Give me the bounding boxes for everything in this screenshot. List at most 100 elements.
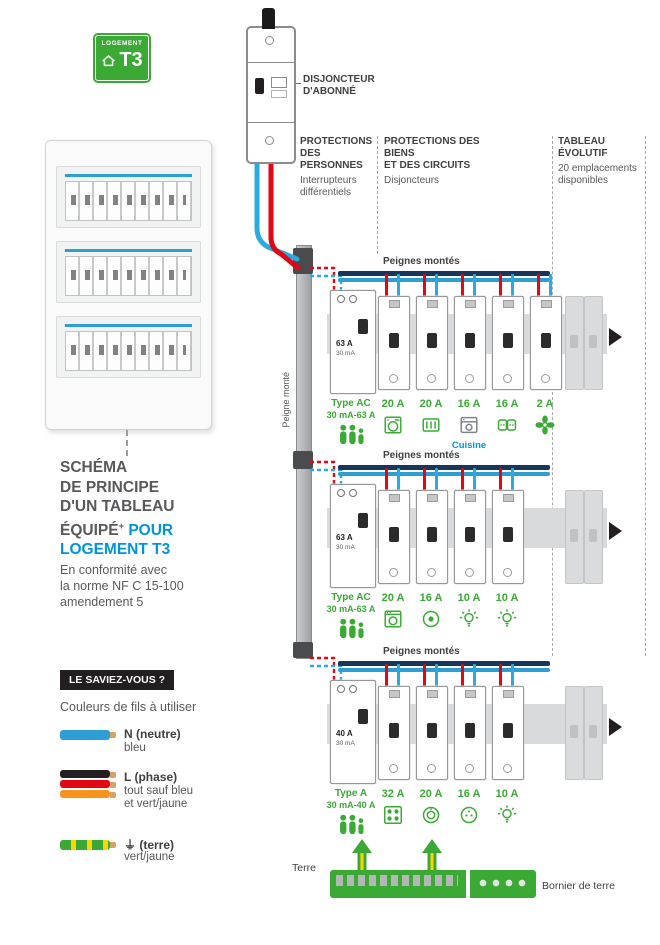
phase-stub [499, 468, 502, 492]
breaker-rating: 16 A [457, 398, 481, 410]
slot-detail [589, 725, 597, 738]
wire-desc: tout sauf bleu [124, 785, 194, 797]
terre-label: Terre [292, 862, 316, 874]
badge-frame: LOGEMENT T3 [95, 35, 149, 81]
diff-rating-label: 30 mA-63 A [326, 410, 376, 420]
phase-stub [461, 664, 464, 688]
header-sub: 20 emplacements [558, 163, 637, 174]
neutral-stub [473, 274, 476, 298]
phase-stub [461, 274, 464, 298]
phase-stub [499, 664, 502, 688]
terminal-teeth [336, 875, 458, 886]
header-sub: différentiels [300, 187, 351, 198]
col-header-personnes: PROTECTIONS DES PERSONNES Interrupteurs … [300, 136, 380, 199]
phase-stub [385, 468, 388, 492]
switch-lever [465, 527, 475, 542]
diff-type-label: Type AC [331, 592, 371, 603]
phase-stub [499, 274, 502, 298]
neutral-stub [435, 274, 438, 298]
breaker-rating: 20 A [381, 398, 405, 410]
wire-legend-earth: ⏚ (terre) vert/jaune [60, 836, 270, 882]
slot-detail [589, 335, 597, 348]
diff-type-label: Type A [334, 788, 368, 799]
diff-rating-label: 30 mA-63 A [326, 604, 376, 614]
hob-icon [384, 806, 402, 824]
burner-icon [422, 610, 440, 628]
neutral-stub [397, 664, 400, 688]
column-separator [645, 136, 646, 656]
phase-stub [423, 468, 426, 492]
breaker-rating: 10 A [495, 592, 519, 604]
neutral-stub [473, 664, 476, 688]
header-sub: Disjoncteurs [384, 175, 440, 186]
empty-module-slot [565, 686, 584, 780]
diff-rating-label: 30 mA-40 A [326, 800, 376, 810]
breaker-rating: 20 A [419, 788, 443, 800]
diff-ma-label: 30 mA [336, 544, 355, 551]
levers-strip [71, 270, 186, 280]
breaker-module [454, 490, 486, 584]
header-sub: disponibles [558, 175, 609, 186]
neutral-stub [397, 274, 400, 298]
expansion-arrow-icon [609, 718, 622, 736]
switch-lever [389, 527, 399, 542]
neutral-comb [338, 668, 550, 672]
neutral-stub [397, 468, 400, 492]
badge-code: T3 [119, 49, 143, 71]
breaker-rating: 16 A [457, 788, 481, 800]
title-equipe: ÉQUIPÉ [60, 521, 119, 539]
din-row-2: Peignes montés 63 A 30 mA Type AC 30 mA-… [325, 450, 625, 652]
breaker-rating: 10 A [457, 592, 481, 604]
label-line: DISJONCTEUR [303, 74, 375, 85]
breaker-module [378, 686, 410, 780]
norme-subtitle: En conformité avec la norme NF C 15-100 … [60, 562, 184, 610]
wire-desc: vert/jaune [124, 851, 175, 863]
header-line: ÉVOLUTIF [558, 148, 608, 159]
neutral-stub [511, 664, 514, 688]
breaker-module [454, 296, 486, 390]
label-leader-line [294, 83, 301, 84]
comb-strip [65, 249, 192, 252]
phase-wire-black-icon [60, 770, 116, 778]
phase-stub [385, 664, 388, 688]
test-window [271, 90, 287, 98]
levers-strip [71, 195, 186, 205]
empty-module-slot [565, 490, 584, 584]
phase-comb [338, 661, 550, 666]
col-header-evolutif: TABLEAU ÉVOLUTIF 20 emplacements disponi… [558, 136, 653, 187]
expansion-arrow-icon [609, 522, 622, 540]
wire-desc: bleu [124, 742, 146, 754]
switch-lever [541, 333, 551, 348]
header-sub: Interrupteurs [300, 175, 357, 186]
switch-lever [465, 723, 475, 738]
neutral-stub [511, 274, 514, 298]
slot-detail [570, 725, 578, 738]
busbar-connector [293, 451, 313, 469]
breaker-module [454, 686, 486, 780]
expansion-arrow-icon [609, 328, 622, 346]
neutral-wire [254, 155, 300, 262]
busbar-connector [293, 642, 313, 658]
neutral-stub [435, 664, 438, 688]
levers-strip [71, 345, 186, 355]
title-plus: + [118, 520, 125, 531]
title-line: ÉQUIPÉ+ POUR [60, 517, 174, 541]
light-icon [497, 609, 517, 627]
bar-gap [466, 870, 470, 898]
family-icon [340, 618, 364, 639]
panel-row [56, 166, 201, 228]
title-line: DE PRINCIPE [60, 478, 160, 496]
phase-stub [385, 274, 388, 298]
switch-lever [465, 333, 475, 348]
diff-amp-label: 63 A [336, 533, 353, 542]
diff-type-label: Type AC [331, 398, 371, 409]
slot-detail [570, 335, 578, 348]
family-icon [340, 424, 364, 445]
page-title: SCHÉMA DE PRINCIPE D'UN TABLEAU ÉQUIPÉ+ … [60, 458, 174, 560]
switch-lever [358, 709, 368, 724]
diff-ma-label: 30 mA [336, 740, 355, 747]
breaker-rating: 32 A [381, 788, 405, 800]
switch-lever [503, 527, 513, 542]
neutral-stub [549, 274, 552, 298]
empty-module-slot [584, 686, 603, 780]
